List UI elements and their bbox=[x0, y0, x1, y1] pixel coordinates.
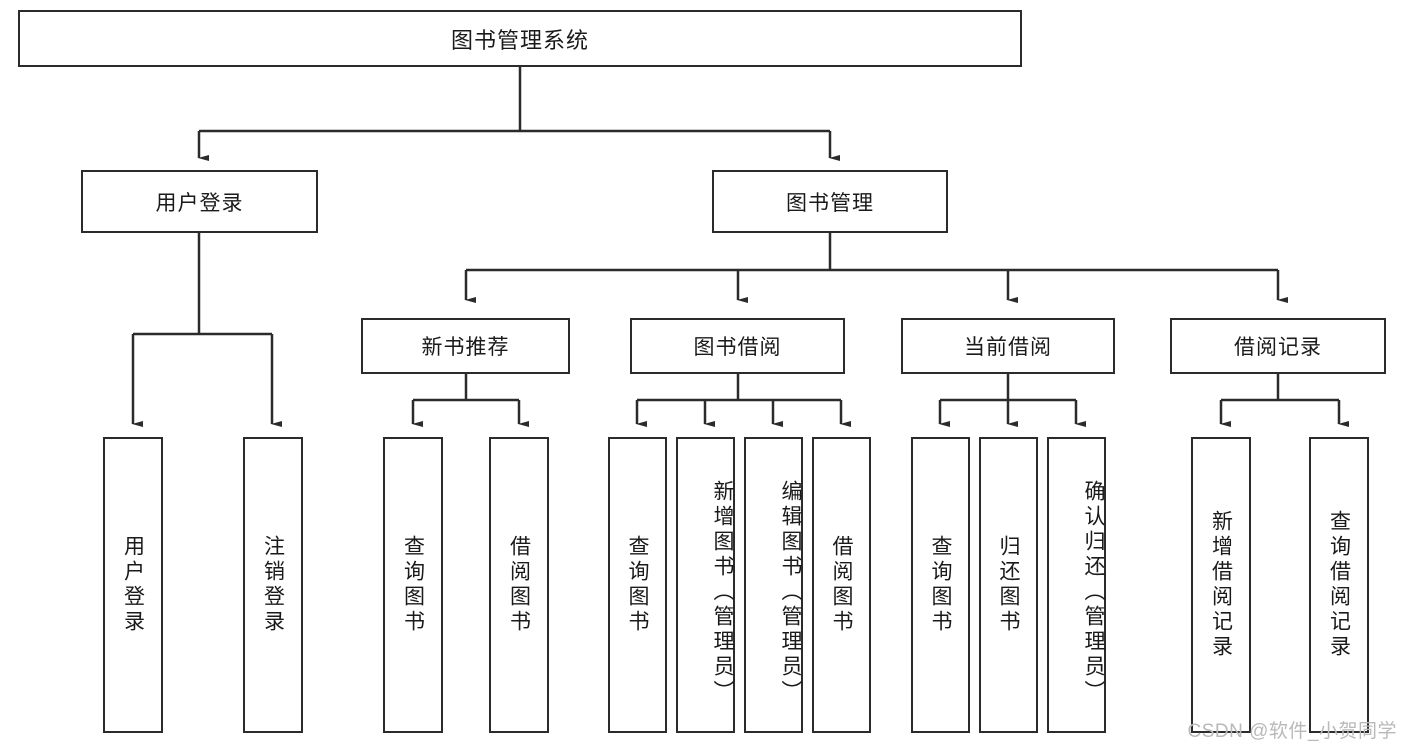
leaf-label: 查询图书 bbox=[401, 535, 425, 635]
leaf-label: 新增借阅记录 bbox=[1209, 510, 1233, 660]
leaf-label: 查询图书 bbox=[929, 535, 952, 635]
leaf-label: 注销登录 bbox=[261, 535, 285, 635]
leaf-borrow-query-book[interactable]: 查询图书 bbox=[608, 437, 667, 733]
leaf-borrow-borrow-book[interactable]: 借阅图书 bbox=[812, 437, 871, 733]
leaf-label: 借阅图书 bbox=[507, 535, 531, 635]
node-borrow-record[interactable]: 借阅记录 bbox=[1170, 318, 1386, 374]
leaf-current-query-book[interactable]: 查询图书 bbox=[911, 437, 970, 733]
leaf-borrow-add-book-admin[interactable]: 新增图书（管理员） bbox=[676, 437, 735, 733]
csdn-watermark: CSDN @软件_小贺同学 bbox=[1187, 721, 1397, 742]
leaf-label: 借阅图书 bbox=[830, 535, 853, 635]
leaf-label: 新增图书（管理员） bbox=[711, 479, 734, 705]
node-book-borrow[interactable]: 图书借阅 bbox=[630, 318, 845, 374]
node-book-management[interactable]: 图书管理 bbox=[712, 170, 948, 233]
leaf-record-add-record[interactable]: 新增借阅记录 bbox=[1191, 437, 1251, 733]
leaf-record-query-record[interactable]: 查询借阅记录 bbox=[1309, 437, 1369, 733]
leaf-current-confirm-return-admin[interactable]: 确认归还（管理员） bbox=[1047, 437, 1106, 733]
leaf-recommend-query-book[interactable]: 查询图书 bbox=[383, 437, 443, 733]
leaf-label: 归还图书 bbox=[997, 535, 1020, 635]
leaf-recommend-borrow-book[interactable]: 借阅图书 bbox=[489, 437, 549, 733]
leaf-current-return-book[interactable]: 归还图书 bbox=[979, 437, 1038, 733]
leaf-user-login-logout[interactable]: 注销登录 bbox=[243, 437, 303, 733]
node-root-system[interactable]: 图书管理系统 bbox=[18, 10, 1022, 67]
leaf-label: 确认归还（管理员） bbox=[1082, 479, 1105, 705]
leaf-user-login-login[interactable]: 用户登录 bbox=[103, 437, 163, 733]
node-user-login[interactable]: 用户登录 bbox=[81, 170, 318, 233]
leaf-label: 用户登录 bbox=[121, 535, 145, 635]
leaf-label: 查询图书 bbox=[626, 535, 649, 635]
leaf-label: 查询借阅记录 bbox=[1327, 510, 1351, 660]
leaf-label: 编辑图书（管理员） bbox=[779, 479, 802, 705]
node-current-borrow[interactable]: 当前借阅 bbox=[901, 318, 1115, 374]
leaf-borrow-edit-book-admin[interactable]: 编辑图书（管理员） bbox=[744, 437, 803, 733]
node-new-book-recommend[interactable]: 新书推荐 bbox=[361, 318, 570, 374]
